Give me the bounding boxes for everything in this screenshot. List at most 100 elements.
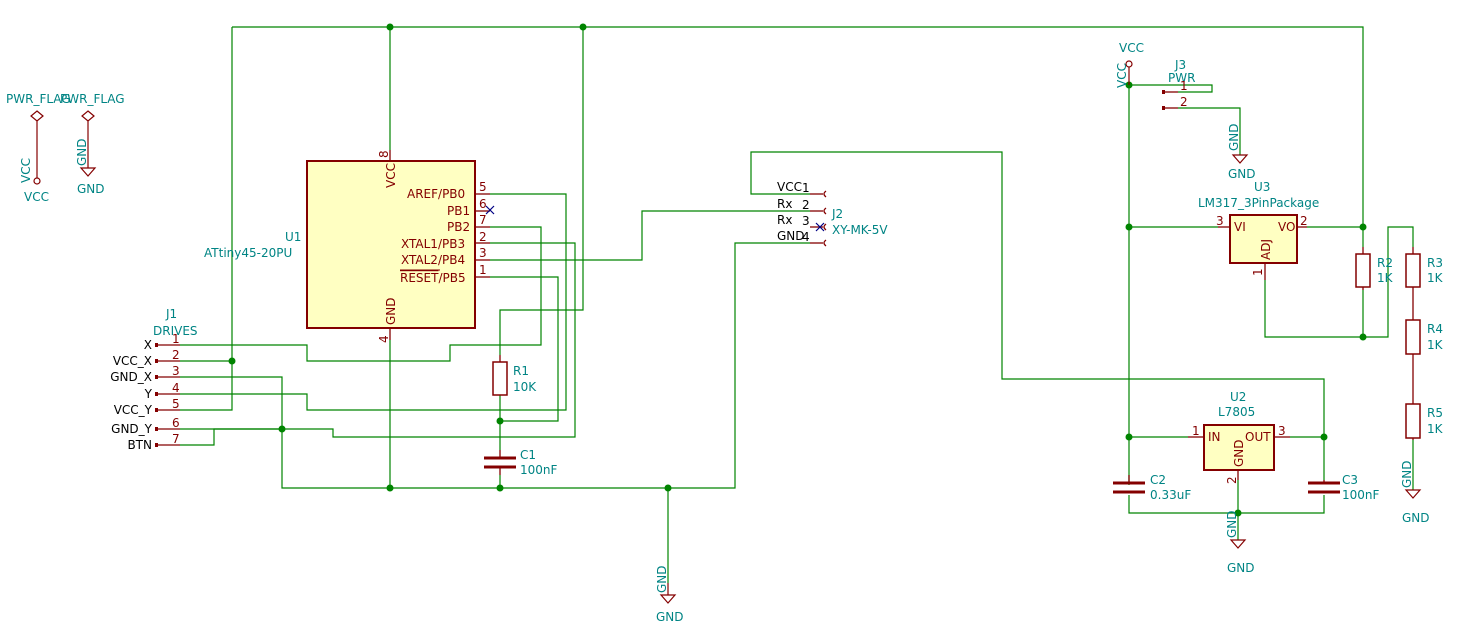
c3-value: 100nF	[1342, 488, 1380, 502]
j2-pin-num: 4	[802, 230, 810, 244]
r1-resistor: R1 10K	[492, 355, 537, 396]
r2-resistor: R2 1K	[1355, 247, 1394, 290]
j1-pin-label: Y	[144, 387, 153, 401]
junction-dot	[579, 23, 587, 31]
pwr-flag-label: PWR_FLAG	[6, 92, 71, 106]
pwr-flag-vcc: PWR_FLAG VCC VCC	[6, 92, 71, 204]
j2-pin-num: 3	[802, 214, 810, 228]
gnd-rot-label: GND	[75, 138, 89, 166]
u2-pin-gnd: GND	[1232, 439, 1246, 467]
c2-ref: C2	[1150, 473, 1166, 487]
j2-pin-num: 1	[802, 181, 810, 195]
u1-body	[306, 160, 476, 329]
u1-ref: U1	[285, 230, 301, 244]
j2-pin-socket	[823, 190, 827, 198]
r4-value: 1K	[1427, 338, 1444, 352]
j1-pin-end	[155, 427, 158, 431]
r3-value: 1K	[1427, 271, 1444, 285]
r5-value: 1K	[1427, 422, 1444, 436]
u1-pin-num: 8	[377, 150, 391, 158]
c1-value: 100nF	[520, 463, 558, 477]
r2-value: 1K	[1377, 271, 1394, 285]
j2-ref: J2	[831, 207, 843, 221]
junction-dot	[386, 484, 394, 492]
vcc-rot-label: VCC	[1115, 63, 1129, 88]
j1-pin-end	[155, 359, 158, 363]
junction-dot	[1359, 333, 1367, 341]
u3-pin-adj: ADJ	[1259, 239, 1273, 260]
u1-pin-num: 6	[479, 197, 487, 211]
j3-pin-num: 1	[1180, 79, 1188, 93]
j1-ref: J1	[165, 307, 177, 321]
gnd-label: GND	[656, 610, 684, 624]
u1-pin-vcc: VCC	[384, 163, 398, 188]
j1-pin-end	[155, 408, 158, 412]
junction-dot	[496, 484, 504, 492]
c1-capacitor: C1 100nF	[484, 448, 558, 477]
vcc-rot-label: VCC	[19, 158, 33, 183]
vcc-label: VCC	[1119, 41, 1144, 55]
j1-pin-end	[155, 443, 158, 447]
j1-pin-num: 2	[172, 348, 180, 362]
junction-dot	[386, 23, 394, 31]
u2-ref: U2	[1230, 390, 1246, 404]
u3-pin-vo: VO	[1278, 220, 1295, 234]
pwr-flag-label: PWR_FLAG	[60, 92, 125, 106]
u2-pin-num: 1	[1192, 424, 1200, 438]
u1-pin-gnd: GND	[384, 297, 398, 325]
r5-ref: R5	[1427, 406, 1443, 420]
r4-resistor: R4 1K	[1405, 319, 1444, 404]
u2-value: L7805	[1218, 405, 1255, 419]
gnd-rot-label: GND	[655, 565, 669, 593]
j1-pin-end	[155, 375, 158, 379]
gnd-label: GND	[77, 182, 105, 196]
gnd-rot-label: GND	[1400, 460, 1414, 488]
j1-pin-label: VCC_X	[113, 354, 152, 368]
u1-value: ATtiny45-20PU	[204, 246, 292, 260]
j1-pin-num: 3	[172, 364, 180, 378]
j1-pin-label: GND_Y	[111, 422, 153, 436]
j2-pin-label: VCC	[777, 180, 802, 194]
u1-pin-reset: RESET/PB5	[400, 271, 466, 285]
u3-ref: U3	[1254, 180, 1270, 194]
j1-pin-label: BTN	[127, 438, 152, 452]
u1-pin-num: 2	[479, 230, 487, 244]
gnd-rot-label: GND	[1225, 510, 1239, 538]
j2-value: XY-MK-5V	[832, 223, 888, 237]
junction-dot	[1359, 223, 1367, 231]
u3-pin-vi: VI	[1234, 220, 1246, 234]
u3-pin-num: 2	[1300, 214, 1308, 228]
junction-dot	[1320, 433, 1328, 441]
j1-pin-label: GND_X	[110, 370, 152, 384]
u1-pin-aref: AREF/PB0	[407, 187, 465, 201]
u1-pin-num: 3	[479, 246, 487, 260]
u1-pin-pb1: PB1	[447, 204, 470, 218]
junction-dot	[496, 417, 504, 425]
junction-dot	[278, 425, 286, 433]
junction-dot	[1234, 509, 1242, 517]
r3-resistor: R3 1K	[1405, 247, 1444, 320]
c3-capacitor: C3 100nF	[1308, 473, 1380, 502]
gnd-label: GND	[1227, 561, 1255, 575]
j1-pin-end	[155, 392, 158, 396]
j1-pin-label: X	[144, 338, 152, 352]
j3-ref: J3	[1174, 58, 1186, 72]
r1-ref: R1	[513, 364, 529, 378]
j1-pin-num: 7	[172, 432, 180, 446]
wires	[180, 26, 1414, 583]
j1-pin-num: 4	[172, 381, 180, 395]
r4-ref: R4	[1427, 322, 1443, 336]
junction-dot	[228, 357, 236, 365]
junctions	[228, 23, 1367, 517]
j3-pin-num: 2	[1180, 95, 1188, 109]
u1-pin-num: 7	[479, 213, 487, 227]
u2-body	[1203, 424, 1275, 471]
j1-pin-num: 5	[172, 397, 180, 411]
u1-pin-xtal1: XTAL1/PB3	[401, 237, 465, 251]
junction-dot	[1125, 433, 1133, 441]
j2-pin-num: 2	[802, 198, 810, 212]
vcc-label: VCC	[24, 190, 49, 204]
j2-pin-socket	[823, 207, 827, 215]
u2-pin-in: IN	[1208, 430, 1221, 444]
j2-pin-label: Rx	[777, 213, 792, 227]
